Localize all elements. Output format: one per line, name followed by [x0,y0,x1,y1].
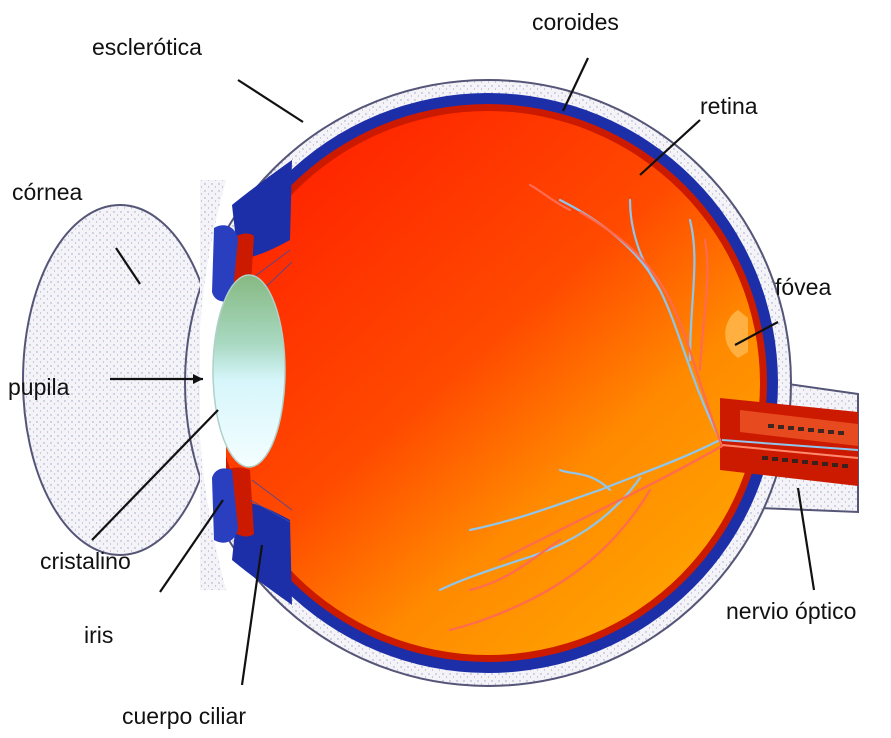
label-coroides: coroides [532,11,619,34]
label-cuerpo-ciliar: cuerpo ciliar [122,705,246,728]
vitreous-body [216,111,760,655]
label-retina: retina [700,95,758,118]
lens [213,275,285,467]
label-iris: iris [84,624,113,647]
label-cristalino: cristalino [40,550,131,573]
label-pupila: pupila [8,376,69,399]
leader-esclerotica [238,80,303,122]
label-fovea: fóvea [775,276,831,299]
label-esclerotica: esclerótica [92,36,202,59]
label-cornea: córnea [12,181,82,204]
label-nervio-optico: nervio óptico [726,600,856,623]
